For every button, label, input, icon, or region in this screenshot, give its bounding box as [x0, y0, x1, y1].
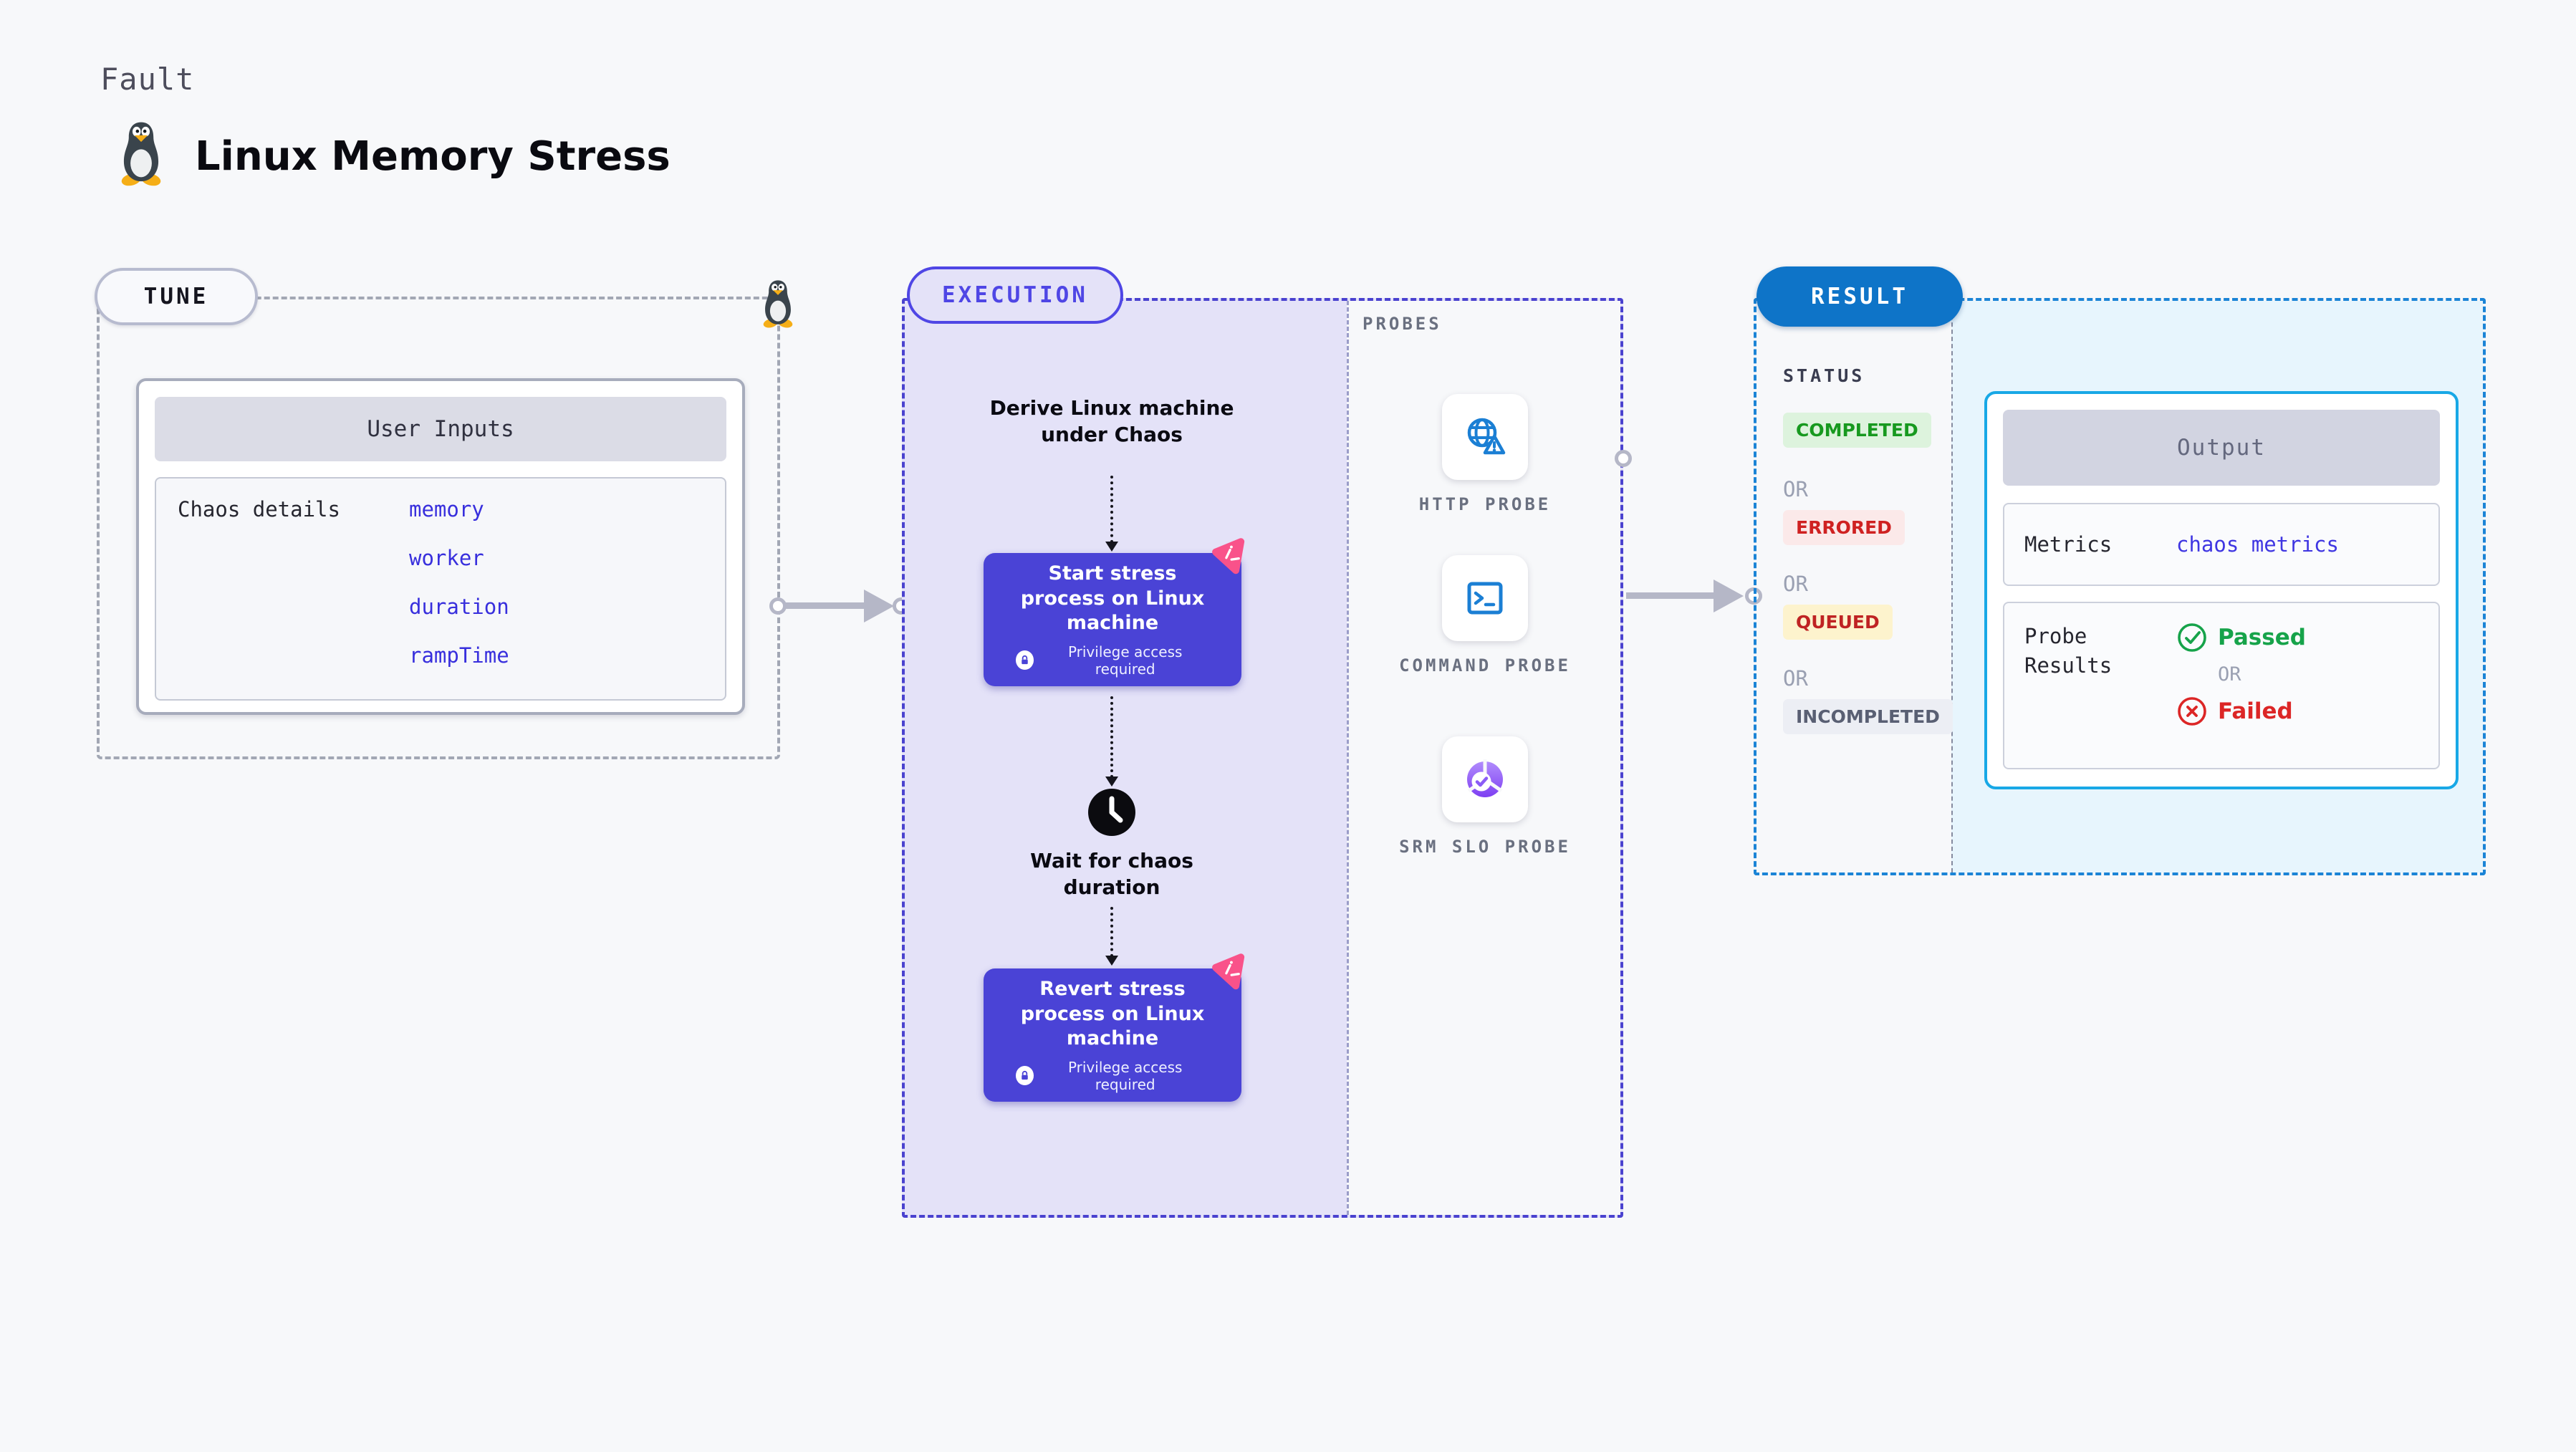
flow-connector-arrowhead: [1105, 777, 1118, 787]
output-header: Output: [2003, 410, 2440, 486]
chaos-fault-icon: [1212, 538, 1245, 574]
command-probe-card: [1442, 555, 1528, 641]
srm-slo-probe-label: SRM SLO PROBE: [1399, 837, 1571, 857]
failed-text: Failed: [2218, 698, 2293, 724]
lock-icon: [1016, 1066, 1034, 1086]
flow-connector-arrowhead: [1105, 956, 1118, 966]
user-inputs-header: User Inputs: [155, 397, 726, 461]
status-completed-badge: COMPLETED: [1783, 413, 1931, 448]
execution-badge: EXECUTION: [907, 266, 1123, 324]
exec-result-arrow-shaft: [1626, 592, 1715, 599]
status-label: STATUS: [1783, 365, 1865, 386]
start-stress-title: Start stress process on Linux machine: [1020, 562, 1205, 635]
flow-connector: [1110, 907, 1113, 957]
result-badge: RESULT: [1756, 266, 1963, 327]
outcome-or-text: OR: [2218, 663, 2241, 686]
probe-results-label: Probe Results: [2024, 624, 2113, 678]
flow-connector-arrowhead: [1105, 542, 1118, 552]
passed-outcome: Passed: [2176, 622, 2306, 653]
terminal-icon: [1467, 582, 1503, 615]
input-memory: memory: [409, 497, 484, 521]
wait-clock-icon: [1088, 789, 1135, 836]
output-card: Output Metrics chaos metrics Probe Resul…: [1984, 391, 2459, 789]
probe-item-http: HTTP PROBE: [1390, 394, 1580, 517]
metrics-row: Metrics chaos metrics: [2003, 503, 2440, 586]
chaos-fault-icon: [1212, 953, 1245, 990]
check-circle-icon: [2178, 623, 2206, 652]
probes-label: PROBES: [1363, 314, 1442, 334]
flow-connector: [1110, 696, 1113, 778]
metrics-label: Metrics: [2024, 532, 2113, 557]
chaos-details-values: memory worker duration rampTime: [409, 497, 509, 668]
slo-donut-check-icon: [1467, 759, 1503, 797]
status-queued-badge: QUEUED: [1783, 605, 1893, 640]
page-title: Linux Memory Stress: [195, 133, 671, 180]
metrics-value-link: chaos metrics: [2176, 532, 2339, 557]
linux-tux-corner-icon: [763, 280, 793, 328]
chaos-details-box: Chaos details memory worker duration ram…: [155, 477, 726, 701]
fault-kicker: Fault: [100, 62, 195, 97]
failed-outcome: Failed: [2176, 696, 2306, 727]
flow-connector: [1110, 476, 1113, 543]
probe-outcomes: Passed OR Failed: [2176, 622, 2306, 727]
tune-out-port: [769, 597, 787, 615]
revert-stress-title: Revert stress process on Linux machine: [1020, 978, 1205, 1050]
tune-exec-arrow-head: [864, 590, 894, 622]
command-probe-label: COMMAND PROBE: [1399, 655, 1571, 675]
input-duration: duration: [409, 595, 509, 619]
tune-exec-arrow-shaft: [786, 602, 866, 609]
http-probe-card: [1442, 394, 1528, 480]
lock-icon: [1016, 650, 1034, 670]
privilege-row: Privilege access required: [1016, 1059, 1209, 1093]
start-stress-step: Start stress process on Linux machine Pr…: [984, 553, 1241, 686]
tune-section-box: [97, 297, 780, 759]
probe-item-srm-slo: SRM SLO PROBE: [1390, 736, 1580, 860]
x-circle-icon: [2178, 697, 2206, 726]
probe-results-row: Probe Results Passed OR Failed: [2003, 602, 2440, 769]
status-incompleted-badge: INCOMPLETED: [1783, 699, 1953, 734]
revert-stress-step: Revert stress process on Linux machine P…: [984, 968, 1241, 1102]
passed-text: Passed: [2218, 625, 2306, 650]
chaos-details-label: Chaos details: [178, 497, 340, 521]
privilege-row: Privilege access required: [1016, 643, 1209, 678]
globe-alert-icon: [1467, 418, 1506, 455]
derive-step-label: Derive Linux machine under Chaos: [989, 396, 1234, 446]
status-or-text: OR: [1783, 477, 1808, 501]
linux-tux-icon: [121, 122, 161, 186]
srm-slo-probe-card: [1442, 736, 1528, 822]
exec-result-arrow-head: [1714, 580, 1744, 612]
probe-item-command: COMMAND PROBE: [1390, 555, 1580, 678]
privilege-note: Privilege access required: [1067, 643, 1183, 678]
status-errored-badge: ERRORED: [1783, 510, 1905, 545]
user-inputs-card: User Inputs Chaos details memory worker …: [136, 378, 745, 715]
status-or-text: OR: [1783, 666, 1808, 691]
privilege-note: Privilege access required: [1067, 1058, 1183, 1093]
status-or-text: OR: [1783, 572, 1808, 596]
input-ramptime: rampTime: [409, 643, 509, 668]
wait-step-label: Wait for chaos duration: [1030, 849, 1193, 899]
input-worker: worker: [409, 546, 484, 570]
exec-right-port: [1615, 450, 1632, 467]
http-probe-label: HTTP PROBE: [1418, 494, 1552, 514]
tune-badge: TUNE: [95, 268, 258, 325]
